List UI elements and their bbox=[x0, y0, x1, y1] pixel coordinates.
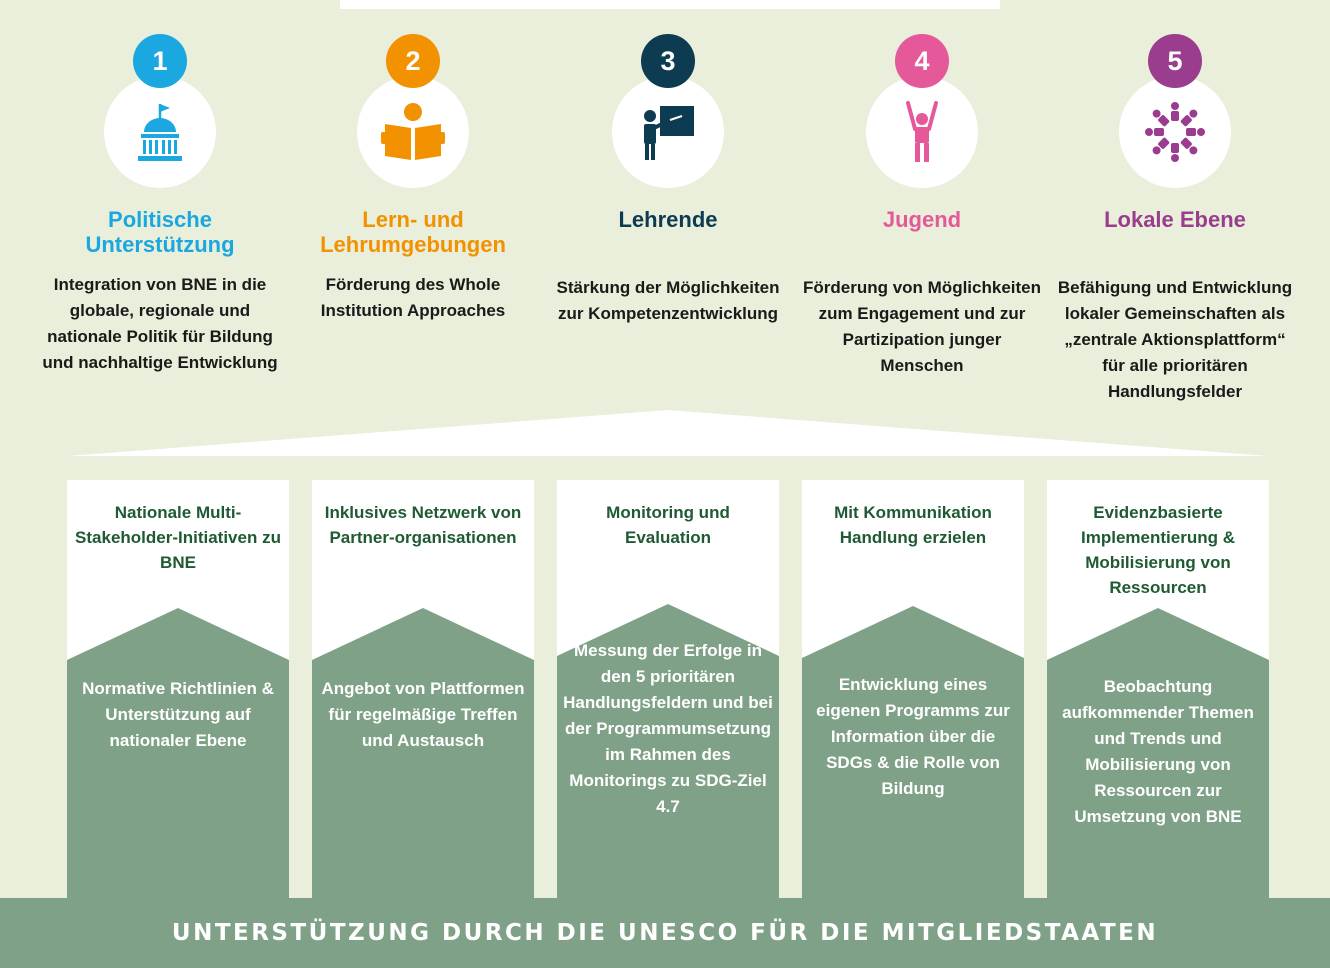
priority-title: Lehrende bbox=[618, 207, 718, 232]
priority-description: Förderung des Whole Institution Approach… bbox=[320, 275, 506, 320]
roof-triangle bbox=[68, 410, 1268, 456]
priority-number-badge: 5 bbox=[1148, 34, 1202, 88]
pillar-title: Inklusives Netzwerk von Partner-organisa… bbox=[324, 503, 522, 547]
pillar-shape bbox=[557, 480, 779, 900]
pillar-title: Evidenzbasierte Implementierung & Mobili… bbox=[1081, 503, 1235, 597]
priority-title: Lokale Ebene bbox=[1104, 207, 1246, 232]
reading-person-icon bbox=[381, 103, 445, 160]
pillar-description: Messung der Erfolge in den 5 prioritären… bbox=[563, 641, 773, 816]
priority-title: Jugend bbox=[882, 207, 962, 232]
pillar-4: Mit Kommunikation Handlung erzielen Entw… bbox=[802, 480, 1024, 900]
base-banner: UNTERSTÜTZUNG DURCH DIE UNESCO FÜR DIE M… bbox=[0, 898, 1330, 968]
priority-icon-circle bbox=[104, 76, 216, 188]
pillar-title: Monitoring und Evaluation bbox=[606, 503, 730, 547]
person-arms-up-icon bbox=[906, 101, 938, 162]
pillar-title: Mit Kommunikation Handlung erzielen bbox=[834, 503, 992, 547]
priority-icon-circle bbox=[1119, 76, 1231, 188]
pillar-shape bbox=[67, 480, 289, 900]
priority-number-badge: 1 bbox=[133, 34, 187, 88]
pillar-description: Normative Richtlinien & Unterstützung au… bbox=[82, 679, 274, 750]
capitol-building-icon bbox=[138, 104, 182, 161]
priority-icon-circle bbox=[612, 76, 724, 188]
priority-number-badge: 4 bbox=[895, 34, 949, 88]
pillar-shape bbox=[802, 480, 1024, 900]
community-circle-icon bbox=[1145, 102, 1205, 162]
teacher-board-icon bbox=[644, 106, 694, 160]
base-label: UNTERSTÜTZUNG DURCH DIE UNESCO FÜR DIE M… bbox=[171, 920, 1159, 946]
priority-title: Lern- und Lehrumgebungen bbox=[320, 207, 506, 257]
priority-description: Stärkung der Möglichkeiten zur Kompetenz… bbox=[556, 278, 780, 323]
pillar-shape bbox=[1047, 480, 1269, 900]
pillar-3: Monitoring und Evaluation Messung der Er… bbox=[557, 480, 779, 900]
top-white-strip bbox=[340, 0, 1000, 9]
pillar-title: Nationale Multi-Stakeholder-Initiativen … bbox=[75, 503, 281, 572]
pillar-description: Beobachtung aufkommender Themen und Tren… bbox=[1062, 677, 1254, 826]
pillar-description: Entwicklung eines eigenen Programms zur … bbox=[816, 675, 1010, 798]
pillar-shape bbox=[312, 480, 534, 900]
pillar-2: Inklusives Netzwerk von Partner-organisa… bbox=[312, 480, 534, 900]
priority-number-badge: 3 bbox=[641, 34, 695, 88]
pillar-1: Nationale Multi-Stakeholder-Initiativen … bbox=[67, 480, 289, 900]
pillar-description: Angebot von Plattformen für regelmäßige … bbox=[321, 679, 525, 750]
priority-description: Befähigung und Entwicklung lokaler Gemei… bbox=[1057, 278, 1293, 401]
priority-description: Integration von BNE in die globale, regi… bbox=[42, 275, 278, 372]
priority-number-badge: 2 bbox=[386, 34, 440, 88]
priority-description: Förderung von Möglichkeiten zum Engageme… bbox=[802, 278, 1041, 375]
pillar-5: Evidenzbasierte Implementierung & Mobili… bbox=[1047, 480, 1269, 900]
priority-title: Politische Unterstützung bbox=[85, 207, 235, 257]
priority-icon-circle bbox=[866, 76, 978, 188]
priority-icon-circle bbox=[357, 76, 469, 188]
